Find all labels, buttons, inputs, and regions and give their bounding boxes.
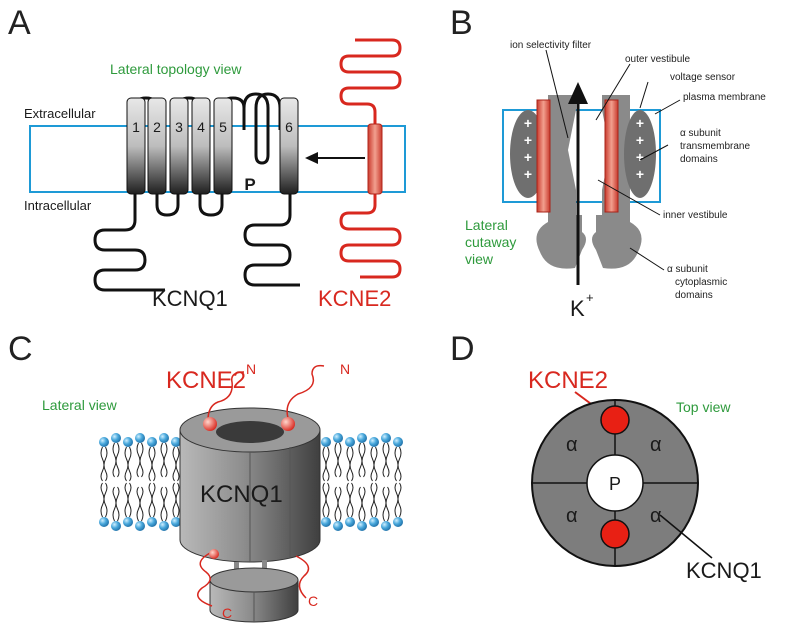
cutaway-label-3: view (465, 251, 494, 267)
lateral-topology-label: Lateral topology view (110, 61, 242, 77)
panel-d-letter: D (450, 330, 475, 368)
plus-sign: + (524, 149, 532, 165)
segment-5-label: 5 (219, 119, 227, 135)
cutaway-label-1: Lateral (465, 217, 508, 233)
alpha-tm-label-2: transmembrane (680, 141, 750, 152)
alpha-tm-label-3: domains (680, 154, 718, 165)
alpha-tm-label-1: α subunit (680, 128, 721, 139)
panel-d: D KCNE2 Top view P α α α α KCNQ1 (450, 330, 762, 583)
tm-bar-right (604, 99, 619, 213)
plasma-membrane-label: plasma membrane (683, 92, 766, 103)
alpha-cyto-label-3: domains (675, 290, 713, 301)
kcne2-c-termini (197, 551, 310, 607)
charges-right: + + + + (636, 115, 644, 182)
cutaway-label-2: cutaway (465, 234, 516, 250)
b-leader-lines (545, 49, 681, 271)
plus-sign: + (636, 132, 644, 148)
kcne2-head-left (203, 417, 217, 431)
channel-body (536, 95, 642, 269)
plus-sign: + (636, 115, 644, 131)
segment-2-label: 2 (153, 119, 161, 135)
plus-sign: + (524, 115, 532, 131)
pore-label-d: P (609, 474, 621, 494)
k-ion-charge: + (586, 290, 594, 305)
association-arrow (305, 152, 365, 164)
kcne2-top (600, 405, 630, 435)
voltage-sensor-right (624, 110, 656, 198)
alpha-3: α (566, 505, 578, 527)
voltage-sensor-label: voltage sensor (670, 72, 736, 83)
segment-4-label: 4 (197, 119, 205, 135)
segment-3 (169, 97, 189, 195)
plus-sign: + (636, 166, 644, 182)
segment-6 (279, 97, 299, 195)
n-terminus-label-2: N (340, 361, 350, 377)
kcne2-label-a: KCNE2 (318, 286, 391, 311)
extracellular-label: Extracellular (24, 106, 96, 121)
panel-a: A Lateral topology view Extracellular In… (8, 4, 406, 311)
panel-b-letter: B (450, 4, 473, 42)
kcnq1-label-d: KCNQ1 (686, 558, 762, 583)
intracellular-label: Intracellular (24, 198, 92, 213)
kcnq1-label-c: KCNQ1 (200, 481, 283, 508)
alpha-cyto-label-2: cytoplasmic (675, 277, 727, 288)
tm-bar-left (536, 99, 551, 213)
segment-3-label: 3 (175, 119, 183, 135)
inner-vestibule-label: inner vestibule (663, 210, 728, 221)
kcne2-tail-left (209, 549, 219, 559)
c-terminus-label-2: C (308, 593, 318, 609)
plus-sign: + (524, 132, 532, 148)
ion-selectivity-label: ion selectivity filter (510, 40, 592, 51)
cyto-cylinder (209, 567, 299, 623)
segment-1 (126, 97, 146, 195)
alpha-1: α (566, 434, 578, 456)
kcne2-label-c: KCNE2 (166, 367, 246, 394)
panel-c: C Lateral view KCNE2 KCNQ1 N N (8, 330, 404, 623)
kcnq1-pointer (659, 514, 713, 559)
lateral-view-label: Lateral view (42, 397, 118, 413)
lipid-bilayer-left (98, 432, 182, 532)
panel-c-letter: C (8, 330, 33, 368)
alpha-cyto-label-1: α subunit (667, 264, 708, 275)
segment-1-label: 1 (132, 119, 140, 135)
c-terminus-label-1: C (222, 605, 232, 621)
plus-sign: + (524, 166, 532, 182)
membrane-box-b (502, 109, 661, 203)
pore-circle (586, 454, 644, 512)
segment-4 (191, 97, 211, 195)
kcne2-bottom (600, 519, 630, 549)
kcne2-label-d: KCNE2 (528, 367, 608, 394)
plus-sign: + (636, 149, 644, 165)
alpha-2: α (650, 434, 662, 456)
outer-vestibule-label: outer vestibule (625, 54, 690, 65)
top-view-label: Top view (676, 399, 731, 415)
panel-b: B + + + + + + + + (450, 4, 766, 321)
segment-5 (213, 97, 233, 195)
pore-label: P (244, 175, 255, 194)
kcne2-head-right (281, 417, 295, 431)
n-terminus-label-1: N (246, 361, 256, 377)
panel-a-letter: A (8, 4, 31, 42)
kcnq1-segments: 1 2 3 4 5 6 (126, 97, 299, 195)
segment-6-label: 6 (285, 119, 293, 135)
kcne2-chain (339, 38, 402, 279)
k-ion-arrow (568, 82, 588, 285)
kcnq1-label-a: KCNQ1 (152, 286, 228, 311)
k-ion-label: K (570, 296, 585, 321)
kcne2-n-termini (207, 364, 325, 421)
alpha-4: α (650, 505, 662, 527)
top-view-disc (531, 399, 699, 567)
lipid-bilayer-right (320, 432, 404, 532)
charges-left: + + + + (524, 115, 532, 182)
kcne2-transmembrane (367, 123, 383, 195)
segment-2 (147, 97, 167, 195)
